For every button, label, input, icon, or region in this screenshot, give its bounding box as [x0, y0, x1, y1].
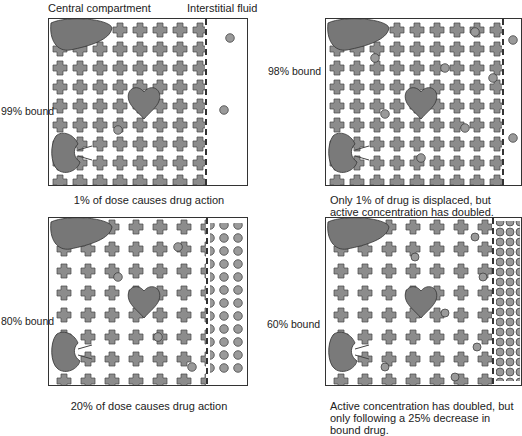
panel-art [326, 19, 517, 185]
drug-field [210, 223, 246, 373]
organ-icons [328, 218, 437, 372]
drug-molecules [114, 243, 197, 372]
compartment-panel: 99% bound1% of dose causes drug action [48, 18, 248, 186]
protein-field [49, 218, 206, 385]
panel-art [49, 19, 234, 185]
organ-icons [51, 19, 160, 173]
protein-field [49, 19, 205, 185]
organ-icons [328, 19, 437, 173]
compartment-panel: 80% bound20% of dose causes drug action [48, 217, 248, 386]
region-heading: Central compartment [48, 2, 151, 14]
panel-art [49, 218, 246, 385]
drug-molecules [371, 28, 518, 163]
panel-caption: 1% of dose causes drug action [49, 194, 249, 206]
region-heading: Interstitial fluid [187, 2, 257, 14]
binding-label: 60% bound [267, 318, 323, 330]
organ-icons [51, 218, 160, 372]
binding-label: 98% bound [268, 65, 324, 77]
binding-label: 99% bound [1, 105, 47, 117]
drug-molecules [114, 34, 235, 135]
drug-field [496, 221, 520, 381]
membrane-line [492, 218, 494, 385]
protein-field [326, 19, 502, 185]
compartment-panel: 98% boundOnly 1% of drug is displaced, b… [325, 18, 522, 186]
membrane-line [205, 19, 207, 185]
protein-field [326, 218, 492, 385]
panel-caption: Only 1% of drug is displaced, but active… [330, 194, 520, 218]
membrane-line [502, 19, 504, 185]
drug-molecules [381, 233, 487, 381]
compartment-panel: 60% boundActive concentration has double… [325, 217, 522, 386]
binding-label: 80% bound [1, 315, 47, 327]
panel-caption: 20% of dose causes drug action [49, 400, 249, 412]
membrane-line [206, 218, 208, 385]
panel-art [326, 218, 520, 385]
panel-caption: Active concentration has doubled, but on… [330, 400, 520, 436]
